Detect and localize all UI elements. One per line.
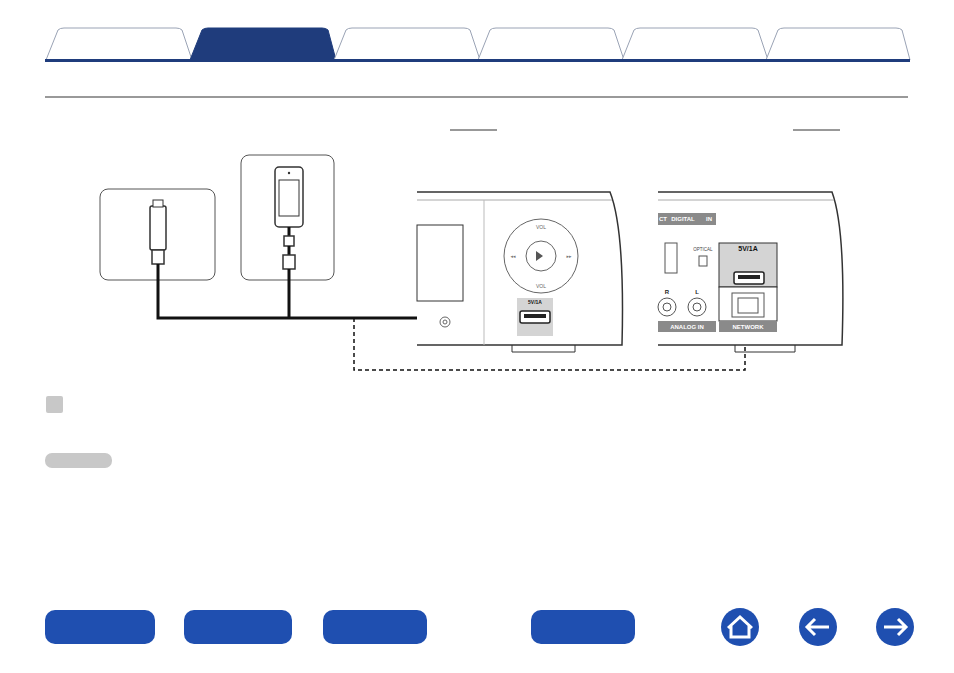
panel-label: DIGITAL bbox=[671, 216, 695, 222]
underline bbox=[793, 130, 840, 131]
svg-text:▸▸: ▸▸ bbox=[566, 253, 572, 259]
rule bbox=[45, 96, 908, 98]
panel-label: IN bbox=[706, 216, 712, 222]
panel-label: ANALOG IN bbox=[670, 324, 704, 330]
panel-label: VOL bbox=[536, 284, 546, 289]
note-tag bbox=[45, 453, 112, 468]
panel-label: R bbox=[665, 289, 669, 295]
front-panel: ◂◂ ▸▸ bbox=[417, 192, 623, 352]
panel-label: OPTICAL bbox=[693, 248, 712, 253]
panel-label: NETWORK bbox=[733, 324, 764, 330]
underline bbox=[450, 130, 497, 131]
rear-panel bbox=[658, 192, 843, 352]
usb-drive bbox=[100, 189, 215, 280]
panel-label: CT bbox=[659, 216, 667, 222]
tab-bar bbox=[45, 28, 910, 62]
note-icon bbox=[46, 396, 63, 413]
panel-label: VOL bbox=[536, 225, 546, 230]
svg-text:◂◂: ◂◂ bbox=[510, 253, 516, 259]
ipod bbox=[241, 155, 334, 280]
usb-port-panel: 5V/1A bbox=[719, 243, 777, 271]
usb-port-panel: 5V/1A bbox=[517, 298, 553, 336]
nav-buttons bbox=[45, 608, 914, 646]
panel-label: L bbox=[695, 289, 699, 295]
port-rating: 5V/1A bbox=[528, 298, 542, 305]
port-rating: 5V/1A bbox=[738, 243, 757, 252]
